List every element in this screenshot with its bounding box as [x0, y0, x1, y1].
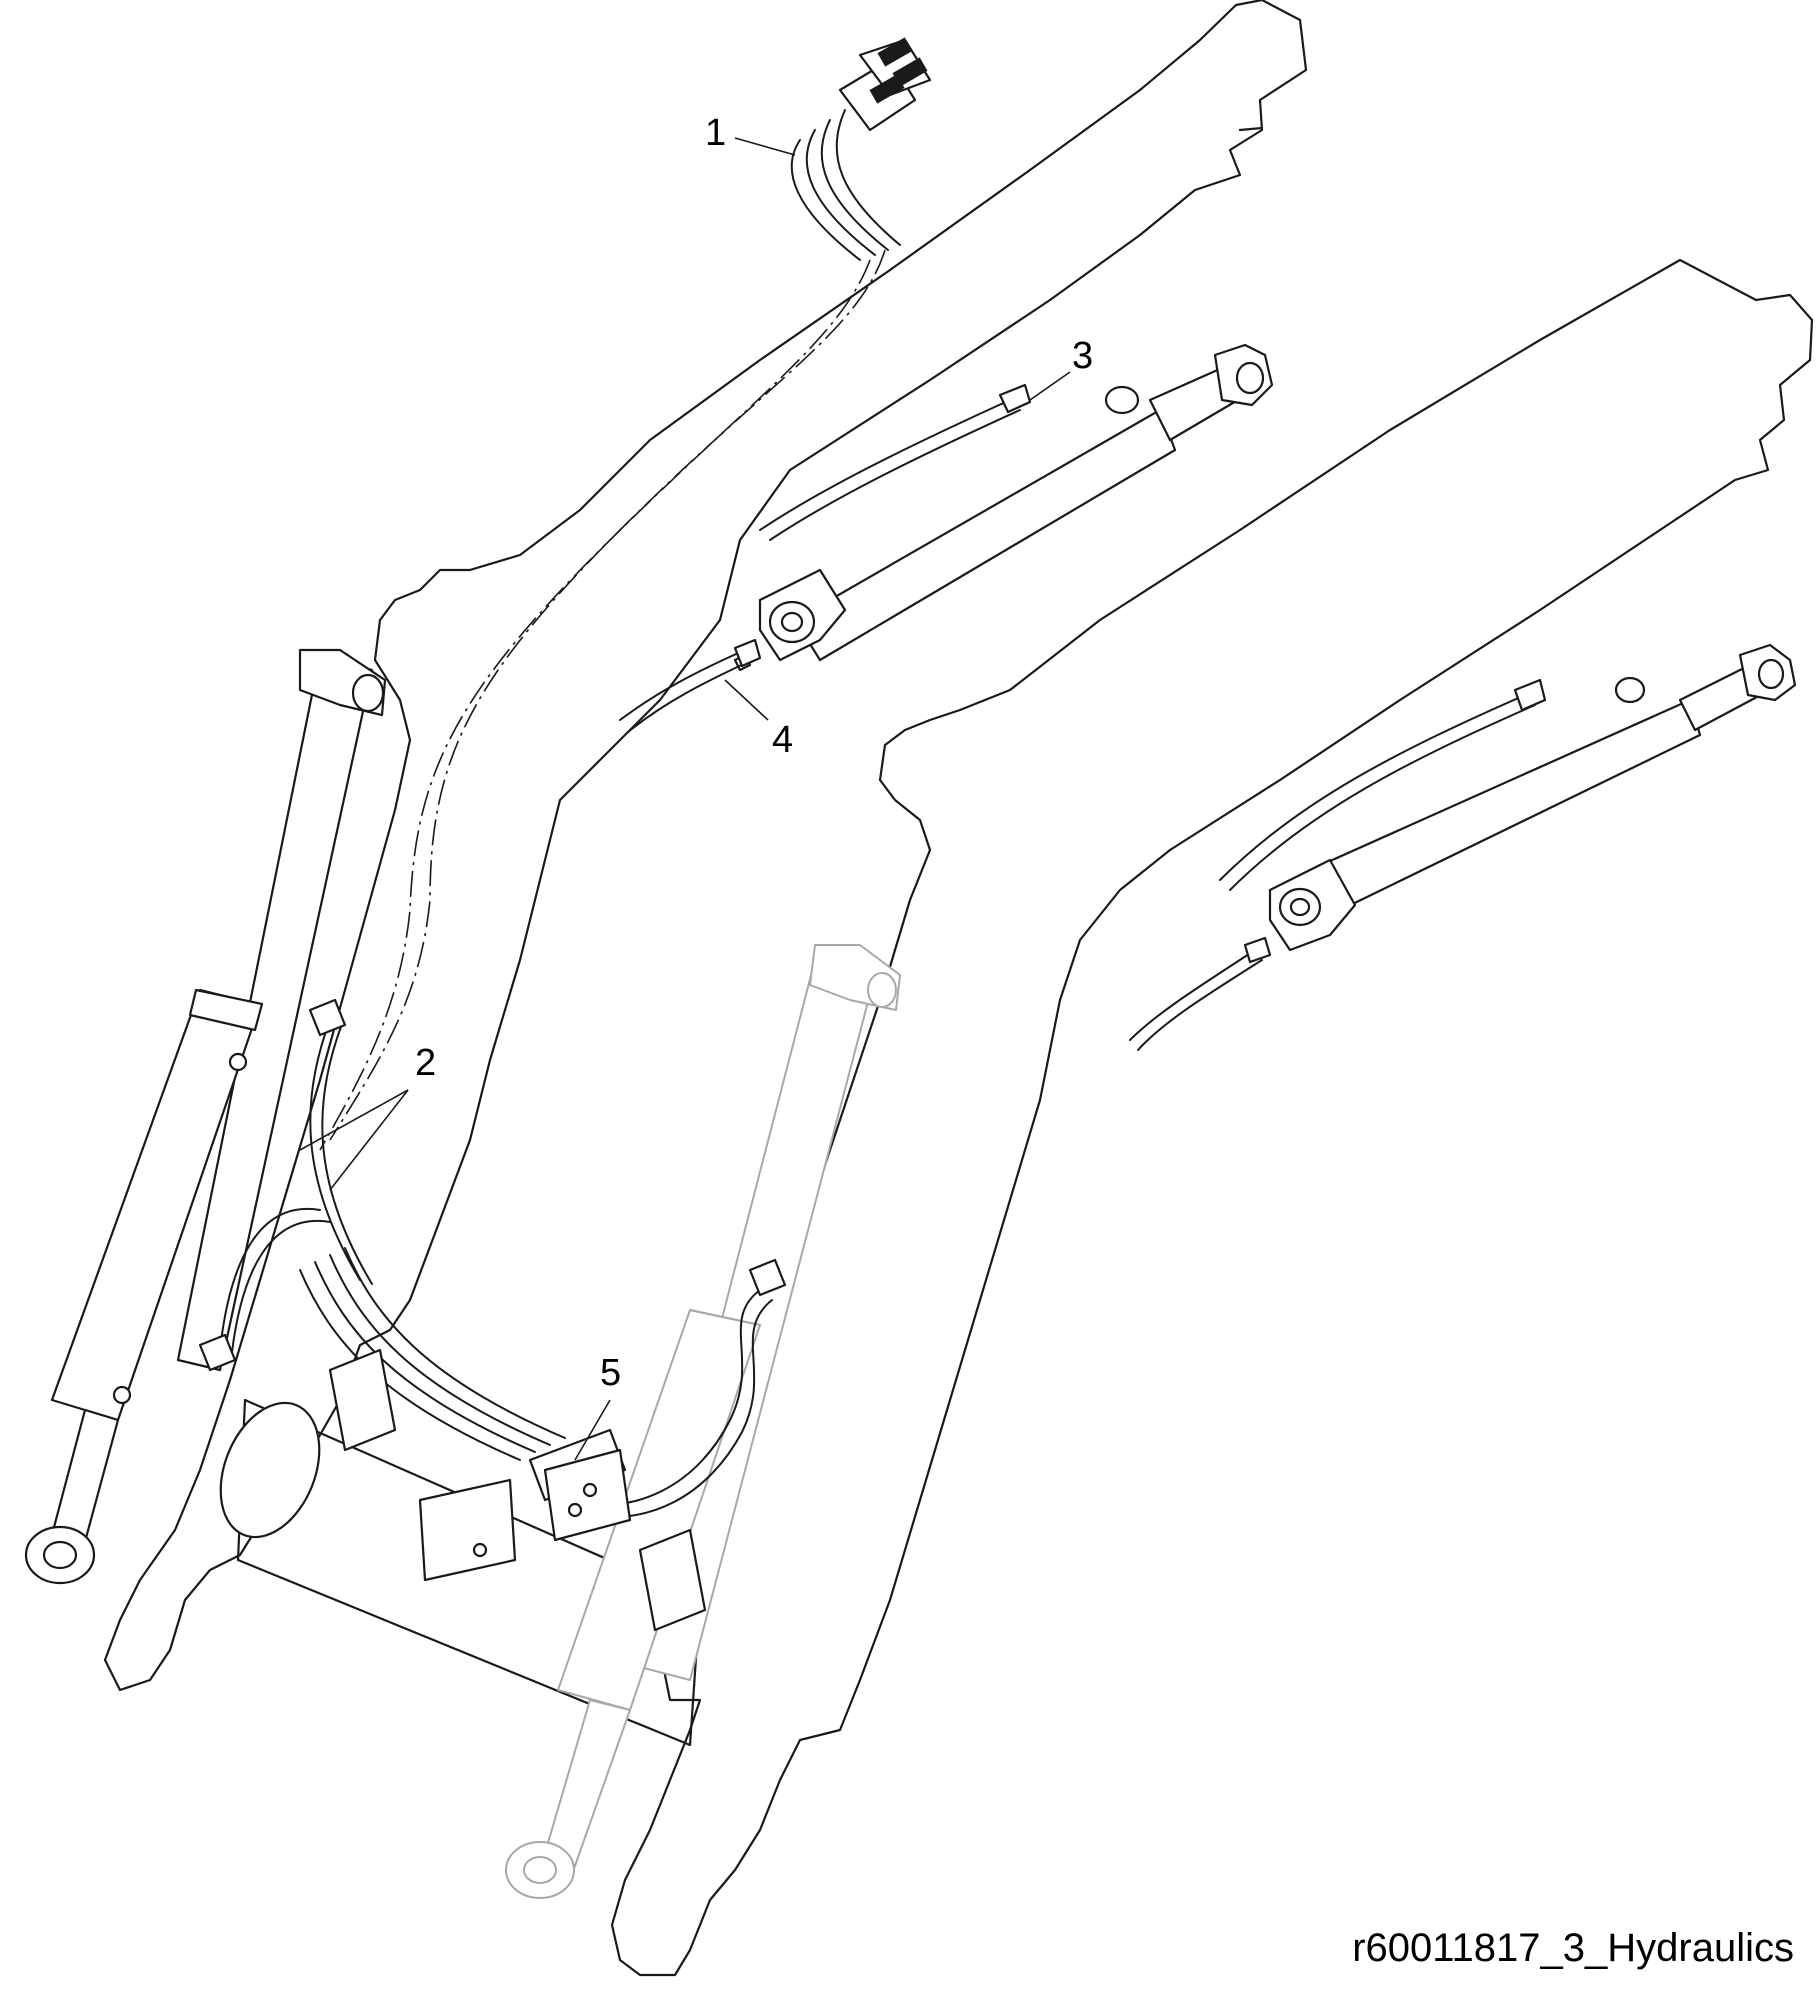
loader-arm-right: [610, 258, 1814, 1977]
hose-4: [619, 638, 762, 733]
callout-5: 5: [574, 1352, 621, 1461]
bucket-cylinder-right: [1268, 643, 1797, 952]
lift-cylinder-left: [24, 648, 387, 1585]
hoses-right-arm: [1129, 678, 1547, 1051]
callout-1-label: 1: [705, 112, 726, 154]
hidden-hose-route: [319, 249, 886, 1151]
lift-cylinder-right-ghost: [505, 944, 901, 1899]
callout-3: 3: [1029, 335, 1093, 401]
callout-3-label: 3: [1072, 335, 1093, 377]
hose-bundle-1: [790, 37, 932, 261]
callout-5-label: 5: [600, 1352, 621, 1394]
bucket-cylinder-left: [733, 343, 1274, 672]
callout-4-label: 4: [772, 719, 793, 761]
hoses-2-and-lower-bundle: [198, 998, 787, 1632]
cross-tube: [219, 1398, 702, 1747]
callout-2-label: 2: [415, 1042, 436, 1084]
callout-2: 2: [299, 1042, 436, 1191]
valve-block-5: [418, 1428, 632, 1582]
callout-4: 4: [724, 679, 793, 761]
loader-arm-left: [103, 0, 1308, 1692]
hose-3: [759, 383, 1032, 541]
figure-id: r60011817_3_Hydraulics: [1352, 1926, 1794, 1970]
callout-1: 1: [705, 112, 796, 156]
